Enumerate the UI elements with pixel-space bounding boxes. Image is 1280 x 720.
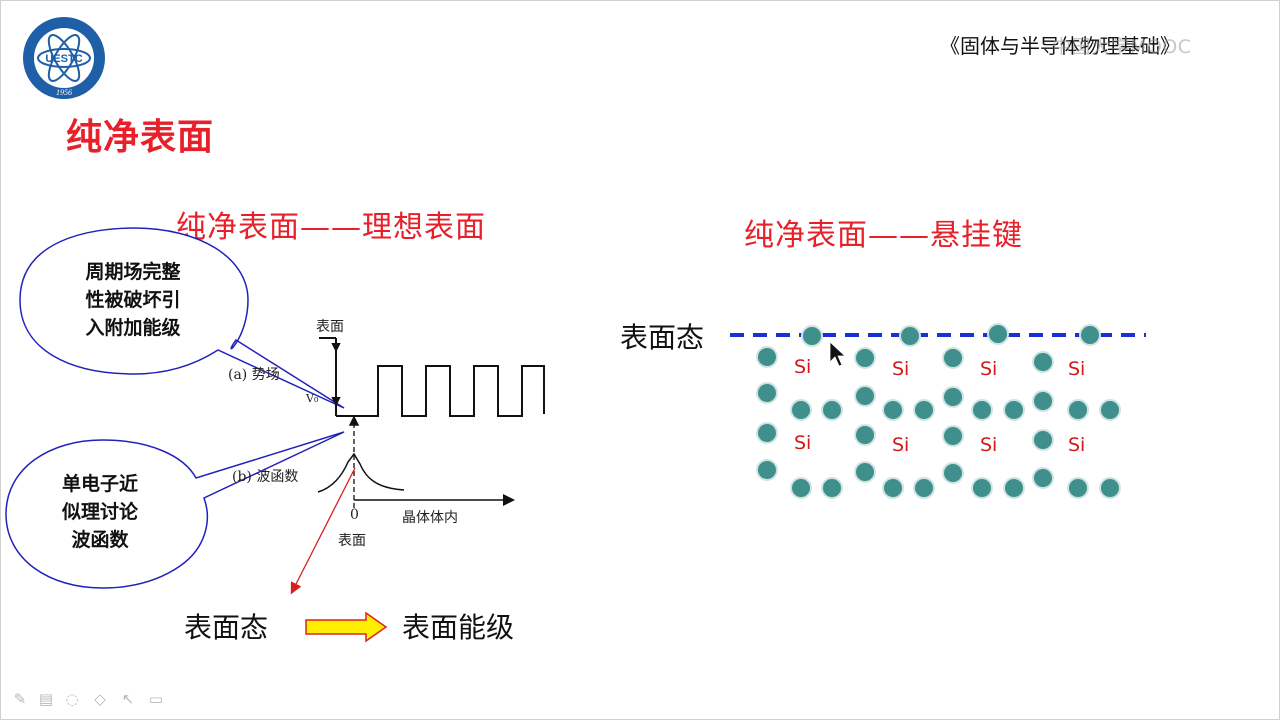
surface-level-label: 表面能级 bbox=[402, 611, 515, 644]
callout-bubble-wavefunction bbox=[5, 431, 345, 589]
si-atom bbox=[1032, 351, 1054, 373]
si-atom bbox=[942, 386, 964, 408]
callout-bubble-periodic bbox=[19, 227, 345, 409]
si-atom bbox=[899, 325, 921, 347]
si-lattice bbox=[756, 323, 1121, 499]
callout-periodic-line: 入附加能级 bbox=[85, 317, 181, 339]
si-atom bbox=[1032, 467, 1054, 489]
si-atom bbox=[971, 477, 993, 499]
si-atom bbox=[821, 399, 843, 421]
si-atom bbox=[1079, 324, 1101, 346]
si-atom bbox=[801, 325, 823, 347]
highlighter-icon[interactable]: ◌ bbox=[65, 690, 79, 708]
callout-wavefunction-text: 单电子近 似理讨论 波函数 bbox=[30, 470, 170, 554]
mooc-watermark: 中国大学MOOC bbox=[1052, 36, 1192, 58]
si-atom bbox=[756, 459, 778, 481]
si-label: Si bbox=[1068, 358, 1086, 380]
left-subtitle: 纯净表面——理想表面 bbox=[176, 210, 486, 245]
wavefunction-label: (b) 波函数 bbox=[232, 469, 299, 485]
callout-wavefunction-line: 单电子近 bbox=[61, 473, 138, 495]
course-title: 《固体与半导体物理基础》 bbox=[940, 34, 1180, 58]
si-atom bbox=[1099, 399, 1121, 421]
callout-periodic-text: 周期场完整 性被破坏引 入附加能级 bbox=[38, 258, 228, 342]
eraser-icon[interactable]: ◇ bbox=[94, 690, 106, 708]
surface-state-label: 表面态 bbox=[184, 611, 269, 644]
si-atom bbox=[1003, 399, 1025, 421]
right-subtitle: 纯净表面——悬挂键 bbox=[744, 218, 1023, 253]
si-atom bbox=[882, 399, 904, 421]
si-atom bbox=[821, 477, 843, 499]
si-atom bbox=[854, 424, 876, 446]
si-atom bbox=[1067, 477, 1089, 499]
si-atom bbox=[913, 399, 935, 421]
si-atom bbox=[942, 425, 964, 447]
mouse-cursor-icon bbox=[829, 341, 847, 367]
si-atom bbox=[987, 323, 1009, 345]
si-atom bbox=[1032, 390, 1054, 412]
si-atom bbox=[971, 399, 993, 421]
screen-icon[interactable]: ▭ bbox=[148, 690, 164, 708]
logo-text: UESTC bbox=[45, 53, 82, 65]
si-atom bbox=[1067, 399, 1089, 421]
si-atom bbox=[942, 462, 964, 484]
v0-label: V₀ bbox=[306, 392, 319, 405]
callout-wavefunction-line: 波函数 bbox=[71, 529, 129, 551]
si-atom bbox=[942, 347, 964, 369]
si-label: Si bbox=[980, 358, 998, 380]
si-atom bbox=[854, 385, 876, 407]
pen-icon[interactable]: ✎ bbox=[13, 690, 27, 708]
si-atom bbox=[1032, 429, 1054, 451]
si-label: Si bbox=[794, 432, 812, 454]
potential-curve bbox=[319, 337, 545, 417]
logo-year: 1956 bbox=[56, 88, 72, 97]
slide-title: 纯净表面 bbox=[66, 117, 215, 158]
slides-icon[interactable]: ▤ bbox=[38, 690, 54, 708]
si-atom bbox=[790, 477, 812, 499]
si-atom bbox=[882, 477, 904, 499]
si-label: Si bbox=[794, 356, 812, 378]
crystal-interior-label: 晶体体内 bbox=[402, 510, 458, 526]
right-surface-state-label: 表面态 bbox=[620, 321, 705, 354]
surface-top-label: 表面 bbox=[316, 319, 344, 335]
si-label: Si bbox=[892, 358, 910, 380]
si-atom bbox=[756, 422, 778, 444]
potential-label: (a) 势场 bbox=[228, 367, 280, 383]
si-label: Si bbox=[1068, 434, 1086, 456]
si-atom bbox=[854, 461, 876, 483]
si-label: Si bbox=[980, 434, 998, 456]
callout-wavefunction-line: 似理讨论 bbox=[61, 501, 138, 523]
si-atom bbox=[790, 399, 812, 421]
yellow-arrow-icon bbox=[305, 611, 388, 643]
callout-periodic-line: 性被破坏引 bbox=[85, 289, 181, 311]
si-label: Si bbox=[892, 434, 910, 456]
wavefunction-curve bbox=[317, 452, 405, 493]
pointer-icon[interactable]: ↖ bbox=[121, 690, 135, 708]
surface-state-arrow bbox=[290, 467, 356, 595]
si-atom bbox=[913, 477, 935, 499]
zero-label: 0 bbox=[350, 507, 359, 523]
si-atom bbox=[1003, 477, 1025, 499]
uestc-logo: UESTC 1956 bbox=[23, 17, 105, 99]
si-atom bbox=[756, 346, 778, 368]
surface-bottom-label: 表面 bbox=[338, 533, 366, 549]
si-atom bbox=[1099, 477, 1121, 499]
callout-periodic-line: 周期场完整 bbox=[85, 261, 181, 283]
si-atom bbox=[854, 347, 876, 369]
si-atom bbox=[756, 382, 778, 404]
